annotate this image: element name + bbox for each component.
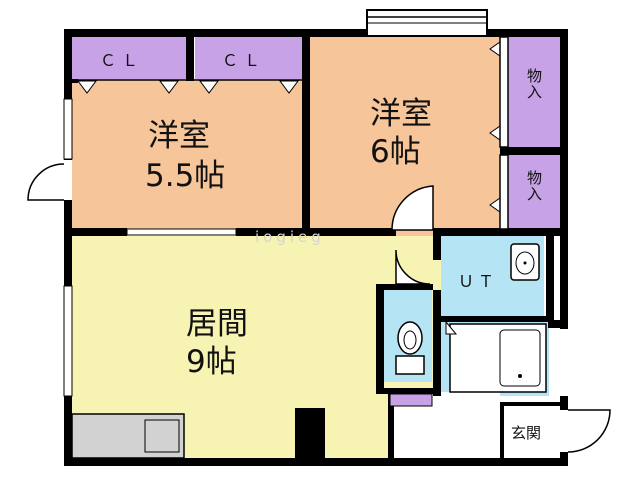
entrance-door-swing <box>567 409 611 453</box>
closet-right-fill <box>195 37 303 79</box>
window-left-lower <box>63 285 73 397</box>
window-left-upper <box>63 98 73 160</box>
closet-right-label: ＣＬ <box>222 51 267 70</box>
utility-label: ＵＴ <box>458 272 499 291</box>
western-room-left-fill <box>72 79 303 229</box>
watermark: iogieg <box>255 228 325 246</box>
closet-left-fill <box>72 37 187 79</box>
western-room-left-size: 5.5帖 <box>145 158 226 194</box>
closet-doors <box>77 80 299 94</box>
toilet-door-swing <box>395 249 431 285</box>
right-room-door-swing <box>391 185 434 231</box>
entrance-label: 玄関 <box>511 424 542 442</box>
closet-left-label: ＣＬ <box>100 51 145 70</box>
entrance-fill <box>500 405 560 458</box>
living-room-size: 9帖 <box>186 344 237 380</box>
storage-bottom-label: 物入 <box>525 170 543 202</box>
living-room-name: 居間 <box>186 306 248 342</box>
storage-top-label: 物入 <box>525 68 543 100</box>
toilet-fixture <box>395 321 425 375</box>
western-room-right-name: 洋室 <box>370 96 432 132</box>
storage-bottom-fill <box>508 155 560 229</box>
western-room-left-name: 洋室 <box>148 118 210 154</box>
living-window-top <box>126 228 237 236</box>
storage-top-fill <box>508 37 560 147</box>
kitchen-counter <box>71 413 185 459</box>
bathtub <box>449 323 547 393</box>
left-door-swing <box>27 163 65 201</box>
western-room-right-size: 6帖 <box>370 134 421 170</box>
